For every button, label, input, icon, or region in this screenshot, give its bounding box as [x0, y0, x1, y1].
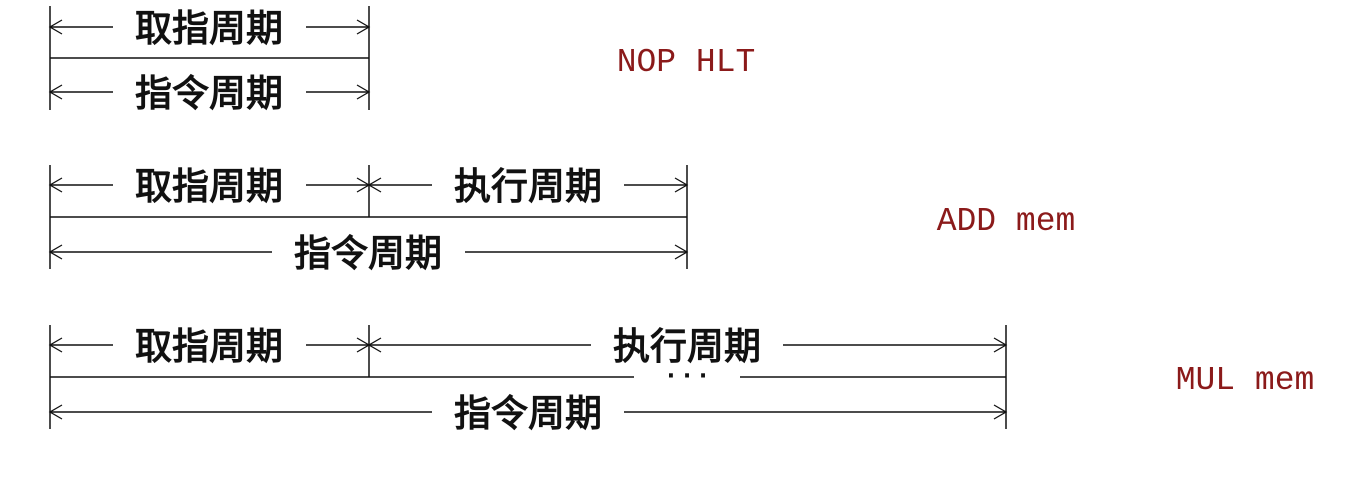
exec-arrowhead-right [674, 177, 689, 193]
fetch-cycle-label: 取指周期 [135, 7, 283, 50]
row-add-mem: 取指周期 执行周期 指令周期 ADD mem [48, 165, 1076, 275]
instr-arrowhead-left [48, 84, 63, 100]
ellipsis: · · · [667, 364, 707, 389]
instruction-cycle-label: 指令周期 [135, 72, 283, 115]
fetch-cycle-label: 取指周期 [135, 325, 283, 368]
fetch-cycle-label: 取指周期 [135, 165, 283, 208]
instr-arrowhead-right [356, 84, 371, 100]
exec-arrowhead-left [367, 177, 382, 193]
instruction-name: NOP HLT [617, 44, 756, 81]
instruction-cycle-label: 指令周期 [294, 232, 442, 275]
instruction-name: ADD mem [937, 203, 1076, 240]
instr-arrowhead-right [674, 244, 689, 260]
execute-cycle-label: 执行周期 [454, 165, 602, 208]
instr-arrowhead-left [48, 244, 63, 260]
row-nop-hlt: 取指周期 指令周期 NOP HLT [48, 6, 756, 115]
fetch-arrowhead-right [356, 19, 371, 35]
fetch-arrowhead-left [48, 19, 63, 35]
instruction-cycle-label: 指令周期 [454, 392, 602, 435]
row-mul-mem: · · · 取指周期 执行周期 指令周期 MUL mem [48, 325, 1315, 435]
fetch-arrowhead-left [48, 177, 63, 193]
execute-cycle-label: 执行周期 [613, 325, 761, 368]
instr-arrowhead-right [993, 404, 1008, 420]
instr-arrowhead-left [48, 404, 63, 420]
exec-arrowhead-left [367, 337, 382, 353]
fetch-arrowhead-left [48, 337, 63, 353]
exec-arrowhead-right [993, 337, 1008, 353]
instruction-name: MUL mem [1176, 362, 1315, 399]
